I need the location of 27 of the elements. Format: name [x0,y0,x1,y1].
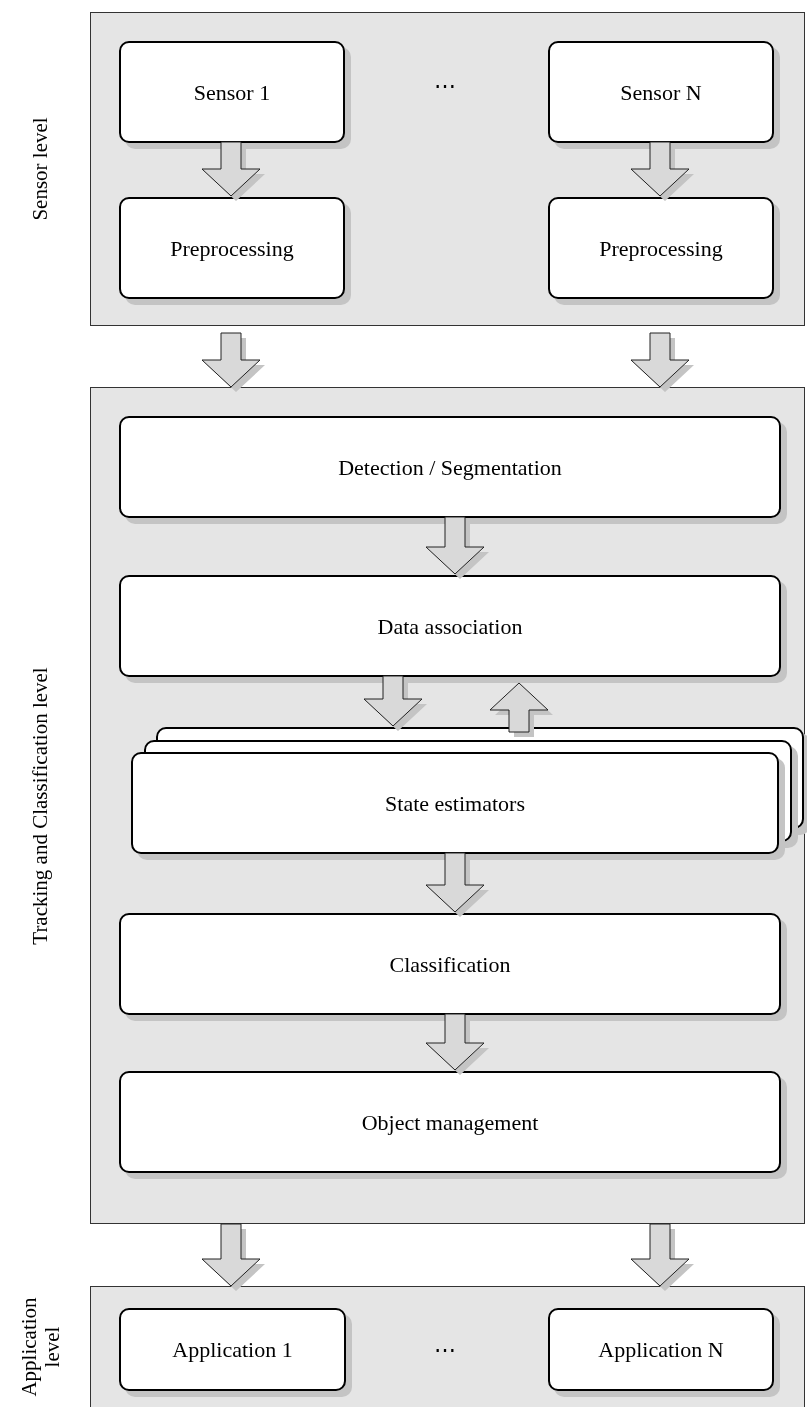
box-label: Data association [377,612,523,641]
block-arrow [201,141,265,201]
block-arrow [363,675,427,731]
ellipsis-label: ⋯ [434,1335,456,1364]
box-label: Preprocessing [170,234,294,263]
block-arrow [489,682,553,737]
block-arrow [425,1013,489,1075]
box-label: Detection / Segmentation [338,453,562,482]
block-arrow [630,141,694,201]
block-arrow [201,1223,265,1291]
block-arrow [201,332,265,392]
box-label: State estimators [385,789,525,818]
level-label: Sensor level [29,117,53,221]
block-arrow [425,516,489,579]
box-label: Sensor 1 [193,78,271,107]
level-label: Tracking and Classification level [29,666,53,945]
box-label: Object management [361,1108,539,1137]
block-arrow [425,852,489,917]
ellipsis-label: ⋯ [434,71,456,100]
level-label: Application level [17,1296,65,1399]
box-label: Application N [598,1336,724,1364]
box-label: Application 1 [172,1336,293,1364]
box-label: Sensor N [620,78,702,107]
box-label: Classification [389,950,511,979]
block-arrow [630,332,694,392]
block-arrow [630,1223,694,1291]
box-label: Preprocessing [599,234,723,263]
